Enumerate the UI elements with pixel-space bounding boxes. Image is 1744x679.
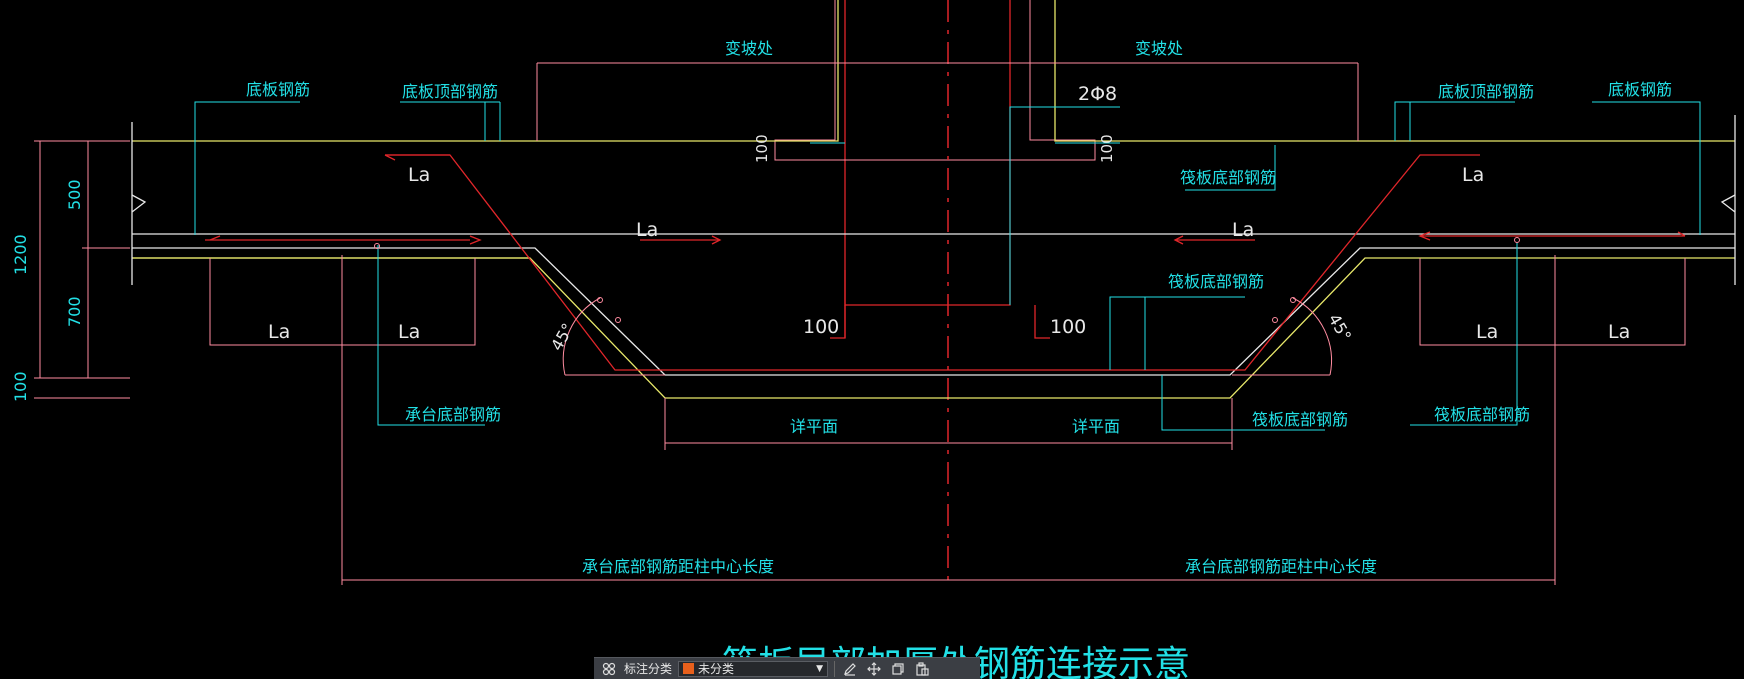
move-icon[interactable] <box>865 660 883 678</box>
label-angle-right: 45° <box>1325 311 1356 345</box>
label-xiang-right: 详平面 <box>1072 417 1120 436</box>
leaders <box>194 101 1701 431</box>
label-bianpo-left: 变坡处 <box>725 39 773 58</box>
label-2phi8: 2Φ8 <box>1078 83 1117 105</box>
label-700: 700 <box>65 296 84 327</box>
label-100-col-left: 100 <box>753 134 771 163</box>
category-select[interactable]: 未分类 ▼ <box>678 660 829 677</box>
label-center-len-left: 承台底部钢筋距柱中心长度 <box>582 557 774 576</box>
category-color-swatch <box>683 663 695 674</box>
label-100-col-right: 100 <box>1098 134 1116 163</box>
category-value: 未分类 <box>698 662 735 676</box>
label-cheng-di: 承台底部钢筋 <box>405 405 501 424</box>
label-500: 500 <box>65 179 84 210</box>
slab-boundary <box>131 115 1736 376</box>
label-la-4: La <box>398 321 420 343</box>
label-fa-di-2: 筏板底部钢筋 <box>1168 272 1264 291</box>
label-diban-right: 底板钢筋 <box>1608 80 1672 99</box>
label-la-2: La <box>636 219 658 241</box>
label-diban-ding-left: 底板顶部钢筋 <box>402 82 498 101</box>
grid-icon[interactable] <box>600 660 618 678</box>
label-angle-left: 45° <box>547 320 578 354</box>
label-la-5: La <box>1232 219 1254 241</box>
annotation-toolbar: 标注分类 未分类 ▼ <box>594 657 980 679</box>
label-fa-di-3: 筏板底部钢筋 <box>1252 410 1348 429</box>
chevron-down-icon: ▼ <box>816 663 824 674</box>
label-diban-left: 底板钢筋 <box>246 80 310 99</box>
label-diban-ding-right: 底板顶部钢筋 <box>1438 82 1534 101</box>
label-100-left: 100 <box>803 316 839 338</box>
label-center-len-right: 承台底部钢筋距柱中心长度 <box>1185 557 1377 576</box>
markers <box>374 237 1520 323</box>
label-la-7: La <box>1476 321 1498 343</box>
label-1200: 1200 <box>11 234 30 275</box>
label-la-1: La <box>408 164 430 186</box>
copy-icon[interactable] <box>889 660 907 678</box>
label-la-8: La <box>1608 321 1630 343</box>
rebar <box>205 154 1686 371</box>
label-100-right: 100 <box>1050 316 1086 338</box>
label-xiang-left: 详平面 <box>790 417 838 436</box>
dimensions <box>34 62 1686 585</box>
top-slab <box>132 0 1735 399</box>
label-la-3: La <box>268 321 290 343</box>
label-100-vertical: 100 <box>11 371 30 402</box>
column <box>774 0 1096 339</box>
category-label: 标注分类 <box>624 662 673 676</box>
label-fa-di-1: 筏板底部钢筋 <box>1180 168 1276 187</box>
edit-icon[interactable] <box>841 660 859 678</box>
label-bianpo-right: 变坡处 <box>1135 39 1183 58</box>
paste-icon[interactable] <box>913 660 931 678</box>
toolbar-separator <box>834 660 836 677</box>
label-la-6: La <box>1462 164 1484 186</box>
label-fa-di-4: 筏板底部钢筋 <box>1434 405 1530 424</box>
